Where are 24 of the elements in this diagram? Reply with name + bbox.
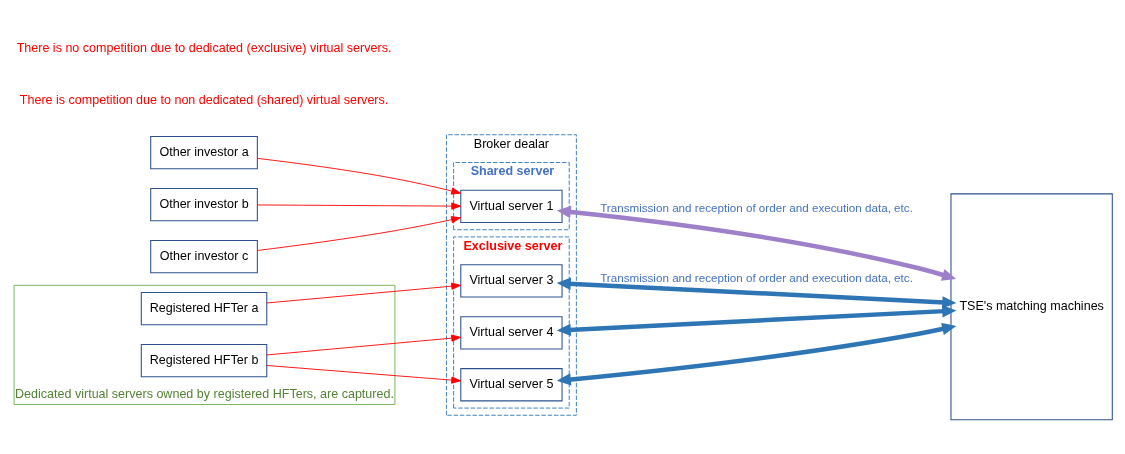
arrow bbox=[556, 304, 957, 336]
node-box: Virtual server 4 bbox=[460, 315, 563, 349]
arrow bbox=[257, 202, 462, 210]
arrow bbox=[257, 215, 461, 251]
node-box: Registered HFTer b bbox=[140, 343, 268, 377]
node-box: Registered HFTer a bbox=[140, 291, 268, 325]
node-box: Other investor a bbox=[150, 135, 258, 169]
label: There is no competition due to dedicated (exclusive) virtual servers. bbox=[16, 40, 392, 55]
arrow bbox=[556, 277, 957, 309]
node-box: Other investor b bbox=[150, 187, 258, 221]
arrow bbox=[266, 282, 462, 303]
edge-label: Transmission and reception of order and execution data, etc. bbox=[600, 270, 913, 284]
node-box: Virtual server 5 bbox=[460, 367, 563, 401]
node-box: Virtual server 3 bbox=[460, 263, 563, 297]
edge-label: Transmission and reception of order and execution data, etc. bbox=[600, 200, 913, 214]
arrow bbox=[556, 322, 957, 386]
label: There is competition due to non dedicated (shared) virtual servers. bbox=[19, 92, 389, 107]
arrow bbox=[266, 364, 462, 384]
arrow bbox=[257, 157, 462, 195]
node-box: Other investor c bbox=[150, 239, 258, 273]
arrow bbox=[556, 205, 957, 281]
node-box: Virtual server 1 bbox=[460, 189, 563, 223]
arrow bbox=[266, 334, 462, 355]
node-box: TSE's matching machines bbox=[950, 192, 1113, 420]
